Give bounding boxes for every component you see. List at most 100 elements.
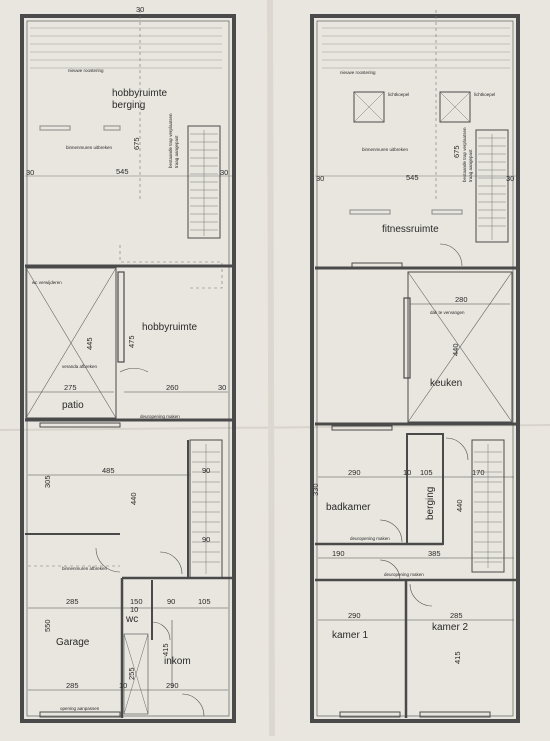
annotation: deuropening maken bbox=[350, 536, 390, 541]
dim-label: 10 bbox=[119, 681, 127, 690]
dim-label: 105 bbox=[420, 468, 433, 477]
window bbox=[39, 422, 121, 428]
left-labels: 30 nieuwe roostering hobbyruimte berging… bbox=[26, 5, 228, 711]
door-swing bbox=[159, 551, 183, 575]
stair-treads bbox=[190, 130, 218, 236]
dim-label: 290 bbox=[348, 468, 361, 477]
stair-treads bbox=[474, 444, 502, 568]
dim-label: 290 bbox=[348, 611, 361, 620]
door-swing bbox=[409, 583, 433, 607]
roostering-lines bbox=[30, 27, 222, 69]
annotation: nieuwe roostering bbox=[68, 68, 104, 73]
window bbox=[117, 271, 125, 363]
dim-label: 675 bbox=[452, 145, 461, 158]
annotation: binnenmuren afbreken bbox=[62, 566, 108, 571]
dim-label: 415 bbox=[453, 651, 462, 664]
patio-area bbox=[25, 267, 117, 419]
dim-label: 385 bbox=[428, 549, 441, 558]
dim-label: 285 bbox=[66, 681, 79, 690]
door-swing bbox=[119, 368, 149, 373]
dim-label: 440 bbox=[455, 499, 464, 512]
wc-cross-box bbox=[123, 633, 149, 715]
room-label: berging bbox=[112, 100, 145, 111]
dim-label: 545 bbox=[116, 167, 129, 176]
right-outer-wall bbox=[310, 14, 520, 723]
dim-label: 30 bbox=[26, 168, 34, 177]
room-label: inkom bbox=[164, 656, 191, 667]
left-inner-wall-line bbox=[26, 20, 230, 717]
dim-label: 90 bbox=[167, 597, 175, 606]
room-label: fitnessruimte bbox=[382, 224, 439, 235]
dim-label: 280 bbox=[455, 295, 468, 304]
dim-label: 330 bbox=[311, 483, 320, 496]
skylight-1 bbox=[353, 91, 385, 123]
room-label: hobbyruimte bbox=[112, 88, 167, 99]
dim-label: 90 bbox=[202, 535, 210, 544]
staircase-lower bbox=[471, 439, 505, 573]
annotation: traag aangepast bbox=[174, 135, 179, 168]
dim-label: 475 bbox=[127, 335, 136, 348]
staircase-upper bbox=[187, 125, 221, 239]
dim-label: 285 bbox=[66, 597, 79, 606]
roostering-lines bbox=[322, 27, 510, 69]
window bbox=[403, 297, 411, 379]
room-label: kamer 1 bbox=[332, 630, 369, 641]
dim-label: 90 bbox=[202, 466, 210, 475]
dim-label: 485 bbox=[102, 466, 115, 475]
stair-treads bbox=[192, 444, 220, 574]
skylight-2 bbox=[439, 91, 471, 123]
dim-label: 290 bbox=[166, 681, 179, 690]
dim-label: 190 bbox=[332, 549, 345, 558]
wc-cross bbox=[123, 633, 149, 715]
door-swing bbox=[379, 519, 403, 543]
window bbox=[331, 425, 393, 431]
window bbox=[339, 711, 401, 718]
annotation: nieuwe roostering bbox=[340, 70, 376, 75]
room-label: berging bbox=[425, 487, 436, 520]
left-floor-plan bbox=[20, 10, 236, 723]
dim-label: 105 bbox=[198, 597, 211, 606]
annotation: lichtkoepel bbox=[388, 92, 409, 97]
room-label: wc bbox=[125, 614, 138, 625]
annotation: dak te vervangen bbox=[430, 310, 465, 315]
annotation: traag aangepast bbox=[468, 149, 473, 182]
annotation: bestaande trap verplaatsen bbox=[168, 113, 173, 168]
dim-label: 550 bbox=[43, 619, 52, 632]
dim-label: 30 bbox=[136, 5, 144, 14]
beam bbox=[431, 209, 463, 215]
dim-label: 30 bbox=[220, 168, 228, 177]
right-floor-plan bbox=[310, 10, 520, 723]
dim-label: 30 bbox=[316, 174, 324, 183]
door-swing bbox=[445, 437, 469, 461]
stair-treads bbox=[478, 134, 506, 240]
dim-label: 10 bbox=[403, 468, 411, 477]
room-label: badkamer bbox=[326, 502, 371, 513]
dim-label: 275 bbox=[64, 383, 77, 392]
right-inner-wall-line bbox=[316, 20, 514, 717]
garage-door bbox=[39, 711, 121, 718]
paper-fold bbox=[267, 0, 275, 737]
door-swing bbox=[439, 243, 463, 267]
dim-label: 30 bbox=[506, 174, 514, 183]
door-swing bbox=[151, 621, 171, 641]
annotation: bestaande trap verplaatsen bbox=[462, 127, 467, 182]
paper-fold bbox=[0, 424, 550, 431]
left-outer-wall bbox=[20, 14, 236, 723]
window bbox=[351, 262, 403, 269]
room-label: patio bbox=[62, 400, 84, 411]
door-swing bbox=[181, 693, 205, 717]
staircase-upper bbox=[475, 129, 509, 243]
room-label: Garage bbox=[56, 637, 90, 648]
door-swing bbox=[379, 559, 401, 581]
room-label: kamer 2 bbox=[432, 622, 469, 633]
room-label: keuken bbox=[430, 378, 462, 389]
dim-label: 545 bbox=[406, 173, 419, 182]
window bbox=[419, 711, 491, 718]
annotation: lichtkoepel bbox=[474, 92, 495, 97]
annotation: binnenmuren uitbreken bbox=[362, 147, 409, 152]
patio-cross bbox=[25, 267, 117, 419]
door-swing bbox=[95, 547, 121, 573]
